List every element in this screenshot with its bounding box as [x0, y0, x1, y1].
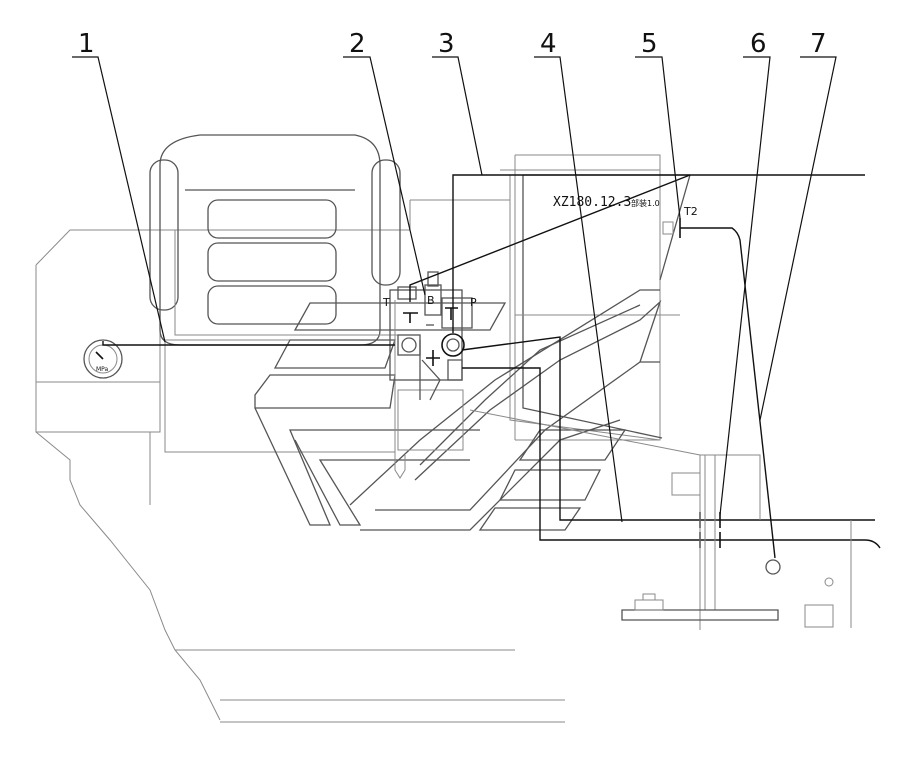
part-number-suffix: 部装1.0 — [631, 198, 660, 208]
callout-leaders — [72, 56, 837, 523]
callout-6: 6 — [750, 29, 767, 59]
callout-numbers: 1 2 3 4 5 6 7 — [78, 29, 827, 59]
callout-3: 3 — [438, 29, 455, 59]
callout-7: 7 — [810, 29, 827, 59]
callout-4: 4 — [540, 29, 557, 59]
control-valve: T B P — [382, 199, 510, 479]
port-t2-label: T2 — [683, 205, 698, 218]
callout-1: 1 — [78, 29, 95, 59]
operator-seat — [149, 134, 401, 346]
floor-console — [254, 289, 701, 531]
callout-5: 5 — [641, 29, 658, 59]
hydraulic-lines — [102, 174, 881, 559]
port-t-label: T — [382, 296, 390, 309]
port-b-label: B — [427, 294, 435, 307]
gauge-unit-text: MPa — [96, 366, 109, 373]
part-label: XZ180.12.3 部装1.0 T2 — [553, 195, 698, 218]
port-p-label: P — [470, 296, 477, 309]
callout-2: 2 — [349, 29, 366, 59]
part-number-text: XZ180.12.3 — [553, 195, 631, 210]
chassis — [621, 454, 852, 630]
machine-outline — [35, 200, 565, 723]
cab-frame — [500, 154, 691, 441]
